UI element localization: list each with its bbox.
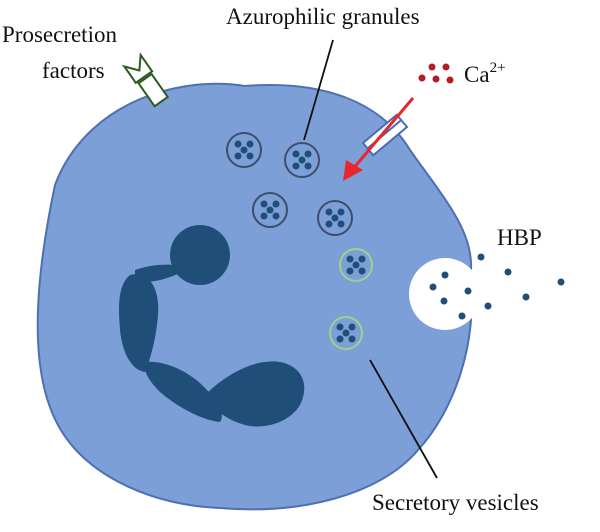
nucleus xyxy=(119,225,305,427)
secretory-leader-line xyxy=(369,359,438,479)
calcium-ions xyxy=(418,63,454,84)
azurophilic-granule xyxy=(226,132,262,168)
calcium-label-charge: 2+ xyxy=(490,60,506,76)
receptor-icon xyxy=(121,52,170,108)
calcium-label-base: Ca xyxy=(464,62,490,87)
secretory-vesicle xyxy=(339,248,373,282)
azurophilic-granule xyxy=(252,192,288,228)
hbp-proteins xyxy=(429,253,565,320)
calcium-influx-arrow xyxy=(343,97,415,181)
azurophilic-leader-line xyxy=(303,39,334,141)
secretory-vesicle xyxy=(329,316,363,350)
azurophilic-label: Azurophilic granules xyxy=(226,4,420,29)
calcium-label: Ca2+ xyxy=(464,60,506,87)
azurophilic-granule xyxy=(317,200,353,236)
exocytosis-pocket xyxy=(409,258,481,330)
secretory-label: Secretory vesicles xyxy=(372,490,539,515)
hbp-label: HBP xyxy=(497,225,542,250)
azurophilic-granule xyxy=(284,142,320,178)
prosecretion-label-line1: Prosecretion xyxy=(2,22,117,47)
cell-body xyxy=(36,82,473,511)
prosecretion-label-line2: factors xyxy=(42,58,105,83)
